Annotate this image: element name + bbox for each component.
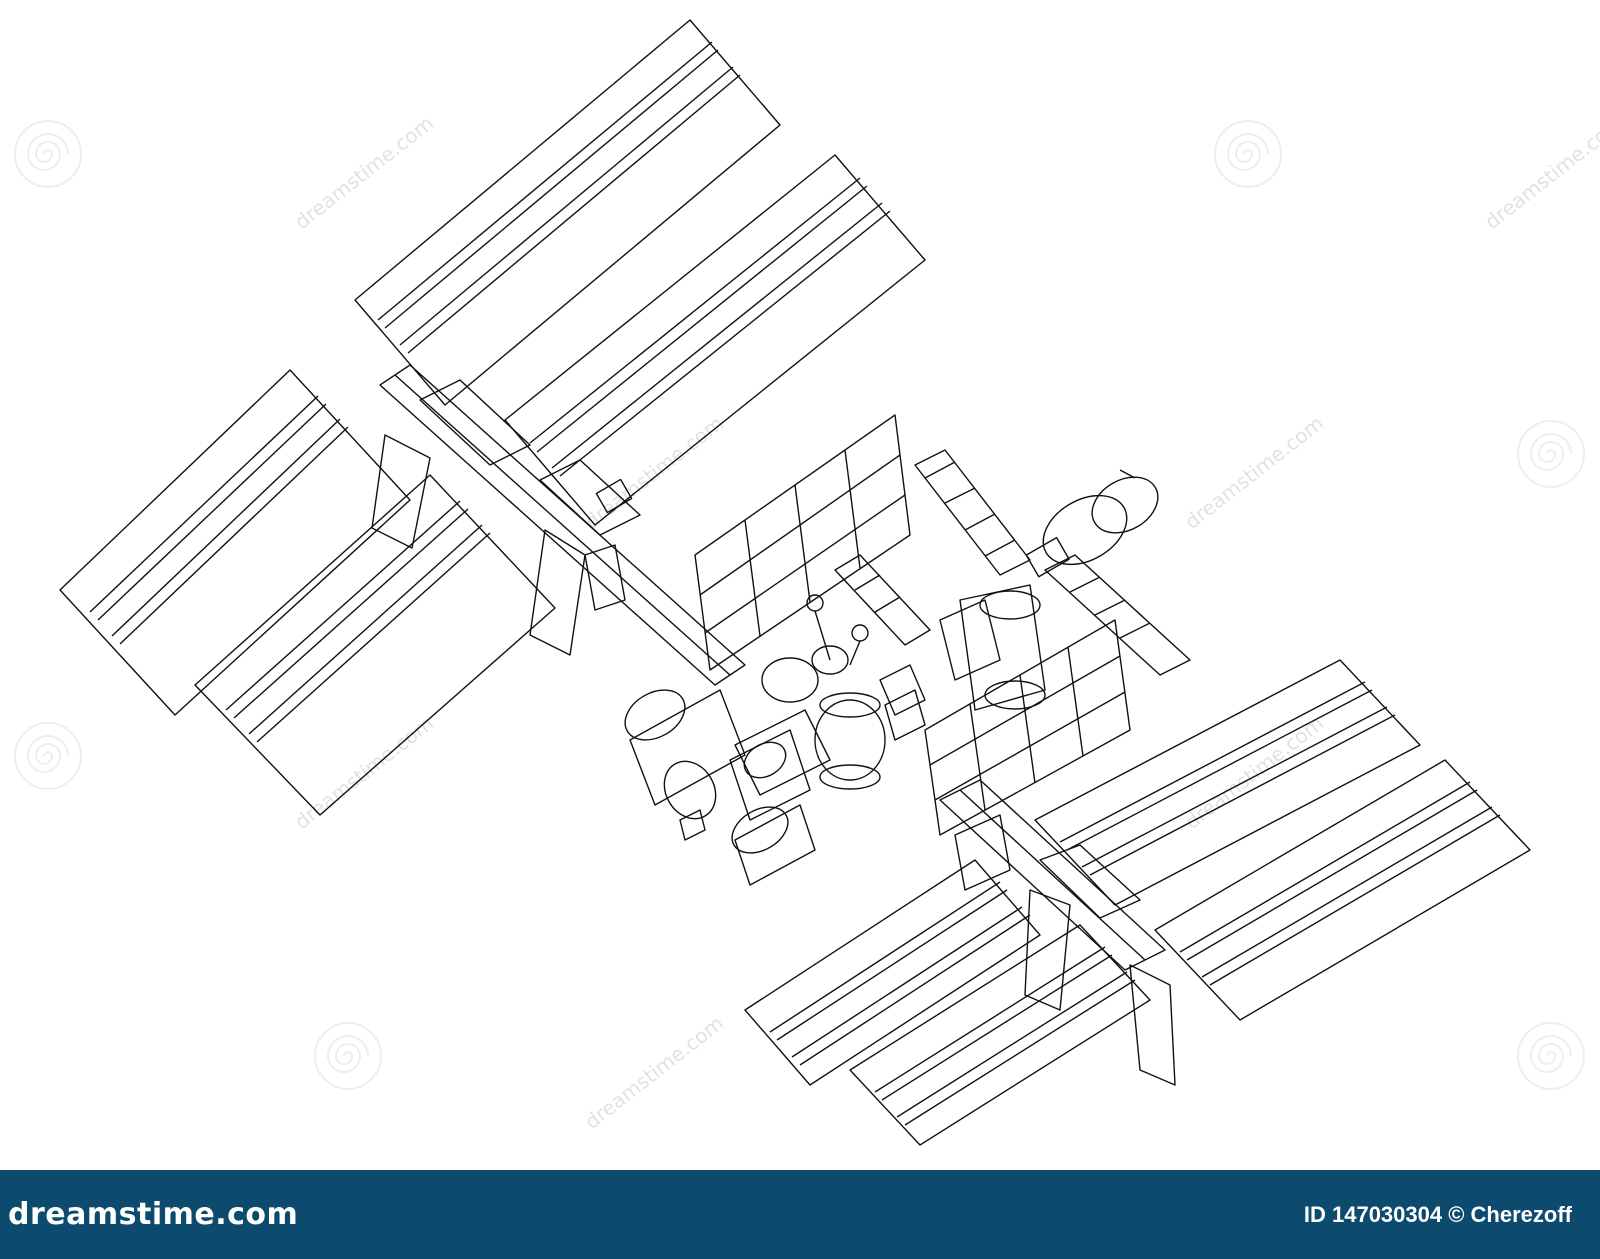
small-solar-array	[834, 554, 931, 646]
watermark-logo-icon	[1515, 418, 1587, 490]
image-credit: ID 147030304 © Cherezoff	[1303, 1201, 1572, 1227]
service-module-center	[939, 584, 1046, 711]
lab-modules-lower-left	[624, 689, 831, 886]
footer-bar: dreamstime.com ID 147030304 © Cherezoff	[0, 1170, 1600, 1259]
watermark-logo-icon	[1515, 1020, 1587, 1092]
russian-solar-array-upper	[914, 449, 1031, 576]
illustration-area: dreamstime.com dreamstime.com dreamstime…	[12, 19, 1600, 1146]
watermark-logo-icon	[1212, 118, 1284, 190]
soyuz-module-right	[1025, 469, 1159, 578]
center-solar-grid-right	[924, 619, 1131, 836]
watermark-logo-icon	[12, 118, 84, 190]
space-station-drawing	[59, 19, 1531, 1146]
solar-array-upper-left	[59, 19, 926, 816]
center-solar-grid-left	[694, 414, 911, 671]
watermark-logo-icon	[312, 1020, 384, 1092]
main-truss	[379, 364, 1166, 971]
watermark-logo-icon	[12, 720, 84, 792]
node-cluster	[761, 594, 926, 790]
solar-array-lower-right	[744, 659, 1531, 1146]
brand-logo-text[interactable]: dreamstime.com	[8, 1197, 299, 1232]
russian-solar-array-right	[1044, 554, 1191, 676]
